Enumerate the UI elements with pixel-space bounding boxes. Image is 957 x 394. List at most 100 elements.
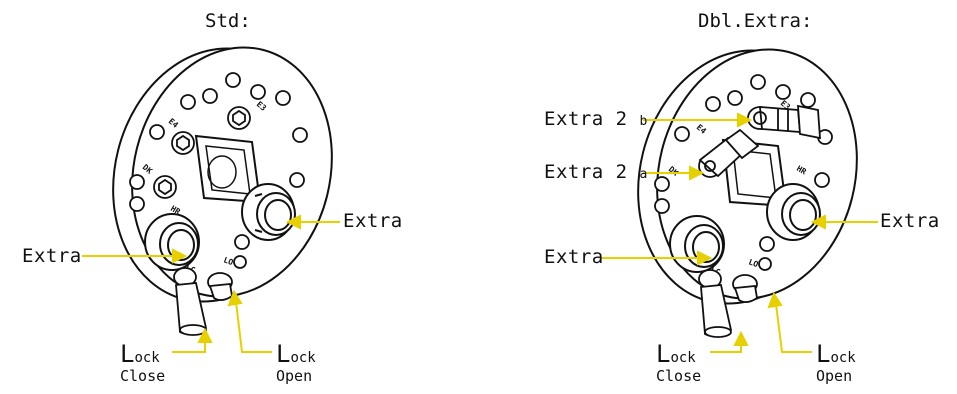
bolt xyxy=(814,172,830,188)
dbl-extra-plate-drawing: E3 E4 DK HR LC LO xyxy=(600,48,878,353)
lock-open-initial: L xyxy=(276,340,291,368)
dbl-extra2a-fitting xyxy=(698,128,760,178)
fitting-nut xyxy=(724,128,760,160)
bolt xyxy=(129,174,145,190)
std-lock-open-fitting xyxy=(207,272,233,301)
bolt xyxy=(750,74,766,90)
plug-e4-hex xyxy=(176,134,190,152)
extra2b-sub: b xyxy=(639,114,648,129)
bolt xyxy=(234,234,250,250)
lock-close-initial: L xyxy=(656,340,671,368)
std-upper-plugs xyxy=(153,106,251,199)
bolt xyxy=(292,127,308,143)
dbl-extra-fitting-left xyxy=(669,215,725,273)
leader-arrow xyxy=(697,250,713,266)
leader-arrow xyxy=(733,330,749,346)
bolt xyxy=(289,172,305,188)
dbl-extra-title: Dbl.Extra: xyxy=(698,10,813,32)
leader-arrow xyxy=(227,289,243,307)
bolt xyxy=(674,126,690,142)
leader-lock-open xyxy=(235,301,272,353)
leader-lock-open xyxy=(775,303,812,353)
std-label-extra-left: Extra xyxy=(22,245,82,267)
dbl-extra2b-fitting xyxy=(747,104,821,140)
fitting-bore xyxy=(753,111,767,125)
leader-arrow xyxy=(767,291,783,309)
lock-close-word: Close xyxy=(120,367,166,385)
part-mark: HR xyxy=(795,164,808,177)
std-figure: Std: xyxy=(0,0,478,394)
extra2a-main: Extra 2 xyxy=(544,161,628,183)
dbl-extra-fitting-right xyxy=(766,183,821,241)
dbl-label-lock-open: Lock Open xyxy=(816,342,856,384)
lock-open-word: Open xyxy=(276,367,313,385)
bolt xyxy=(727,90,743,106)
lock-close-rest: ock xyxy=(134,350,160,366)
std-label-lock-close: Lock Close xyxy=(120,342,165,384)
dbl-label-extra-left: Extra xyxy=(544,246,604,268)
extra2a-sub: a xyxy=(639,167,648,182)
dbl-leader-lines xyxy=(600,112,878,353)
bolt xyxy=(250,84,266,100)
std-lock-close-fitting xyxy=(173,267,208,336)
lock-open-word: Open xyxy=(816,367,853,385)
leader-arrow xyxy=(285,214,301,230)
plug-dk xyxy=(153,175,177,199)
fitting-bore xyxy=(264,199,292,231)
bolt xyxy=(758,257,772,271)
dbl-label-lock-close: Lock Close xyxy=(656,342,701,384)
extra2b-main: Extra 2 xyxy=(544,108,628,130)
std-title: Std: xyxy=(205,10,251,32)
std-plate-drawing: E3 E4 DK HR LC LO xyxy=(82,46,340,353)
bolt xyxy=(275,90,291,106)
dbl-lock-close-fitting xyxy=(698,269,733,338)
dbl-label-extra2b: Extra 2 b xyxy=(544,108,648,130)
plug-e3 xyxy=(227,106,251,130)
fitting-stub xyxy=(733,285,758,303)
std-label-lock-open: Lock Open xyxy=(276,342,316,384)
bolt xyxy=(800,92,816,108)
fitting-bore xyxy=(789,199,817,231)
plug-e3-hex xyxy=(232,109,246,127)
std-bolts xyxy=(129,72,308,269)
fitting-tube-end xyxy=(704,326,732,338)
lock-open-rest: ock xyxy=(830,350,856,366)
plug-e4 xyxy=(171,131,195,155)
bolt xyxy=(149,124,165,140)
bolt xyxy=(225,72,241,88)
bolt xyxy=(129,196,145,212)
dbl-lock-open-fitting xyxy=(732,274,758,303)
fitting-flats xyxy=(777,108,789,131)
bolt xyxy=(759,236,775,252)
leader-arrow xyxy=(172,248,188,264)
fitting-tube-end xyxy=(179,324,207,336)
fitting-stub xyxy=(208,283,233,301)
leader-arrow xyxy=(737,112,753,128)
leader-arrow xyxy=(197,327,213,343)
bolt xyxy=(775,84,791,100)
dbl-label-extra-right: Extra xyxy=(880,210,940,232)
std-leader-lines xyxy=(82,214,340,353)
dbl-extra-figure: Dbl.Extra: xyxy=(478,0,956,394)
bolt xyxy=(202,88,218,104)
part-mark: LO xyxy=(222,255,234,267)
lock-open-initial: L xyxy=(816,340,831,368)
lock-close-word: Close xyxy=(656,367,702,385)
bolt xyxy=(233,255,247,269)
std-center-bore xyxy=(207,155,237,189)
fitting-nut xyxy=(797,104,821,140)
fitting-detail xyxy=(254,193,263,233)
leader-arrow xyxy=(810,214,826,230)
bolt xyxy=(705,96,721,112)
plug-dk-hex xyxy=(158,178,172,196)
dbl-bolts xyxy=(654,74,833,271)
lock-close-initial: L xyxy=(120,340,135,368)
dbl-label-extra2a: Extra 2 a xyxy=(544,161,648,183)
lock-open-rest: ock xyxy=(290,350,316,366)
leader-arrow xyxy=(689,165,705,181)
std-extra-fitting-right xyxy=(241,183,296,241)
part-mark: LO xyxy=(747,257,759,269)
std-label-extra-right: Extra xyxy=(343,210,403,232)
leader-lock-close xyxy=(172,340,206,353)
bolt xyxy=(180,94,196,110)
